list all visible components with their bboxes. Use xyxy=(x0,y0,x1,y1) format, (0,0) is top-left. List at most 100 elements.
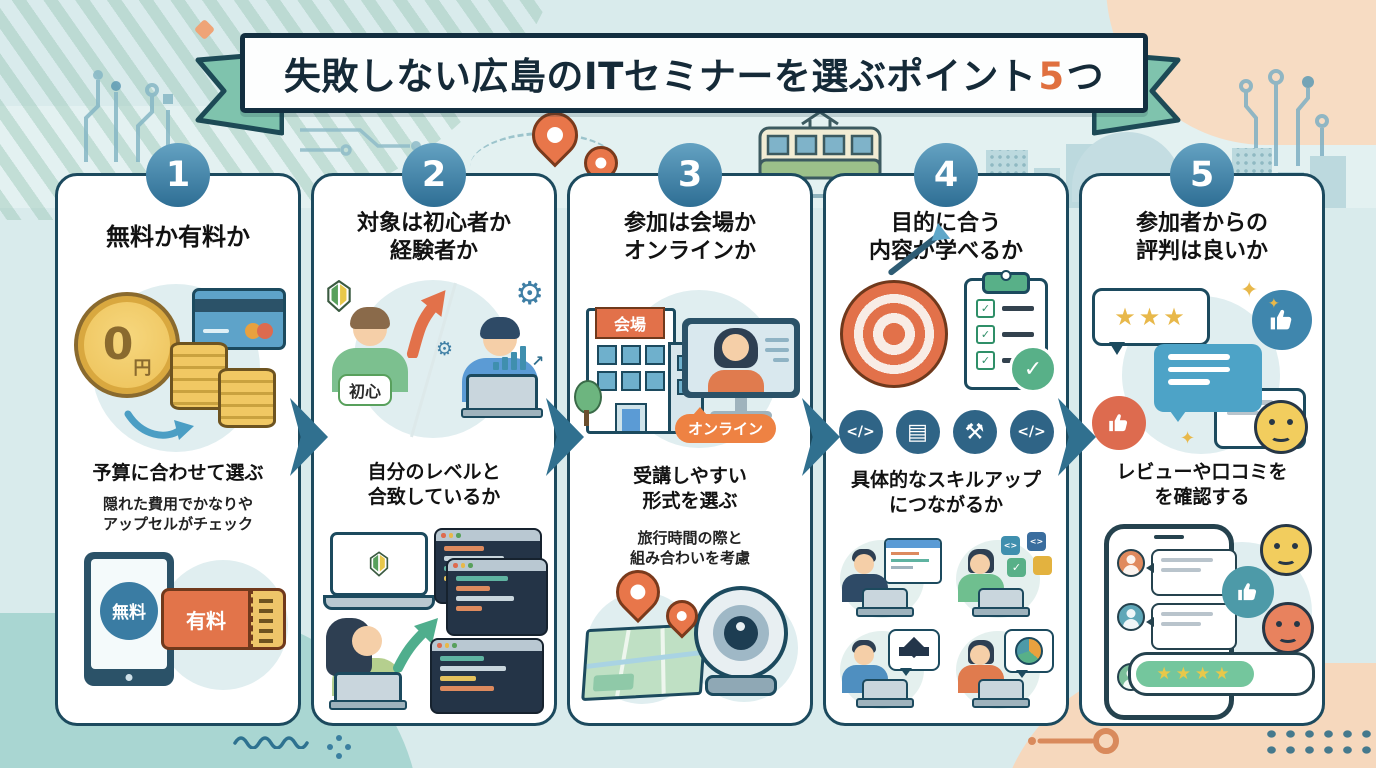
thumbs-up-icon xyxy=(1222,566,1274,618)
online-monitor-icon xyxy=(682,318,800,420)
bar-chart-icon: ↗ xyxy=(493,346,544,370)
card-1-heading: 無料か有料か xyxy=(106,223,250,251)
smiley-icon xyxy=(1254,400,1308,454)
star-rating-bar: ★★★★ xyxy=(1128,652,1315,696)
document-icon: ▤ xyxy=(895,410,940,454)
card-2-number-badge: 2 xyxy=(402,143,466,207)
beginner-mark-icon xyxy=(327,280,351,312)
code-window-icon xyxy=(430,638,544,714)
speech-bubble xyxy=(888,629,940,676)
card-3-subheading: 受講しやすい 形式を選ぶ xyxy=(633,465,747,512)
review-bubble xyxy=(1146,603,1237,650)
card-2-heading: 対象は初心者か 経験者か xyxy=(356,211,511,265)
rating-stars: ★★★★ xyxy=(1136,661,1254,687)
learner-scene xyxy=(948,627,1060,714)
code-window-icon xyxy=(446,558,548,636)
page-title: 失敗しない広島のITセミナーを選ぶポイント5つ xyxy=(283,55,1105,98)
learner-scene xyxy=(832,536,944,623)
laptop-icon xyxy=(329,672,407,710)
chat-bubble-icon xyxy=(1154,344,1262,422)
card-3-heading: 参加は会場か オンラインか xyxy=(623,211,756,265)
card-2-illustration-people: 初心 ⚙ ⚙ ↗ xyxy=(324,274,544,448)
check-badge-icon: ✓ xyxy=(1009,345,1057,393)
squiggle-decor xyxy=(233,736,309,749)
card-5-reputation: 5 参加者からの 評判は良いか ★★★ ✦ ✦ ✦ レビューや口コミを xyxy=(1079,143,1325,726)
paid-ticket-icon: 有料 xyxy=(161,588,286,650)
venue-building-icon: 会場 xyxy=(586,307,676,434)
gear-icon: ⚙ xyxy=(515,274,544,312)
card-4-illustration-target: ✓ ✓ ✓ ✓ xyxy=(836,232,1057,402)
laptop-icon xyxy=(856,679,914,708)
thumbs-up-icon xyxy=(1092,396,1146,450)
laptop-icon xyxy=(323,532,435,610)
card-2-beginner-or-expert: 2 対象は初心者か 経験者か 初心 xyxy=(311,143,557,726)
curved-arrow-icon xyxy=(124,410,194,440)
circuit-pattern-icon xyxy=(300,128,421,156)
card-4-content-fits-goal: 4 目的に合う 内容が学べるか ✓ ✓ ✓ ✓ </> ▤ ⚒ </> 具体的な… xyxy=(823,143,1069,726)
code-icon: </> xyxy=(1009,410,1054,454)
growth-arrow-icon xyxy=(393,618,438,672)
card-4-subheading: 具体的なスキルアップ につながるか xyxy=(850,469,1041,516)
card-1-illustration-tickets: 無料 有料 xyxy=(68,550,288,710)
card-3-note: 旅行時間の際と 組み合わいを考慮 xyxy=(629,529,750,568)
graduation-cap-icon xyxy=(899,647,929,656)
card-4-skill-icons-row: </> ▤ ⚒ </> xyxy=(826,410,1066,454)
venue-sign: 会場 xyxy=(595,307,665,339)
check-chip-icon: ✓ xyxy=(1007,558,1026,577)
smiley-icon xyxy=(1260,524,1312,576)
card-5-subheading: レビューや口コミを を確認する xyxy=(1116,461,1288,508)
card-5-illustration-reviews: ★★★★ xyxy=(1092,524,1315,720)
growth-arrow-icon xyxy=(406,290,446,358)
tree-icon xyxy=(574,380,602,426)
dot-grid-decor xyxy=(1262,726,1374,760)
thumbs-up-icon xyxy=(1252,290,1312,350)
pie-chart-icon xyxy=(1015,637,1043,665)
title-banner: 失敗しない広島のITセミナーを選ぶポイント5つ xyxy=(240,33,1148,113)
code-chip-icon: <> xyxy=(1001,536,1020,555)
code-window-icon xyxy=(884,538,942,584)
sparkle-icon: ✦ xyxy=(1240,278,1259,303)
laptop-icon xyxy=(461,374,543,418)
chart-arrow-icon: ↗ xyxy=(531,352,544,370)
sparkle-dots-decor xyxy=(327,735,351,759)
card-5-heading: 参加者からの 評判は良いか xyxy=(1135,211,1268,265)
star-review-bubble: ★★★ xyxy=(1092,288,1210,355)
beginner-mark-icon xyxy=(369,551,389,577)
tablet-icon: 無料 xyxy=(84,552,174,686)
card-5-number-badge: 5 xyxy=(1170,143,1234,207)
card-2-subheading: 自分のレベルと 合致しているか xyxy=(367,461,501,508)
gear-icon: ⚙ xyxy=(436,338,454,360)
card-5-illustration-feedback: ★★★ ✦ ✦ ✦ xyxy=(1092,278,1312,454)
card-3-venue-or-online: 3 参加は会場か オンラインか 会場 xyxy=(567,143,813,726)
online-label: オンライン xyxy=(674,407,776,443)
skill-chip-icon xyxy=(1033,556,1052,575)
reviewer-avatar xyxy=(1117,603,1145,631)
card-3-illustration-venue: 会場 xyxy=(574,280,800,458)
free-badge: 無料 xyxy=(100,581,158,640)
card-3-illustration-map-webcam xyxy=(580,560,800,714)
checklist-clipboard-icon: ✓ ✓ ✓ ✓ xyxy=(964,272,1057,393)
coin-stack-icon xyxy=(218,368,276,428)
card-4-illustration-learners: <> <> ✓ xyxy=(832,532,1060,714)
card-1-number-badge: 1 xyxy=(146,143,210,207)
card-1-note: 隠れた費用でかなりや アップセルがチェック xyxy=(102,495,253,534)
learner-scene: <> <> ✓ xyxy=(948,532,1060,623)
tools-icon: ⚒ xyxy=(952,410,997,454)
webcam-icon xyxy=(694,586,788,696)
code-icon: </> xyxy=(838,410,883,454)
paid-label: 有料 xyxy=(161,588,251,650)
reviewer-avatar xyxy=(1117,549,1145,577)
experienced-person xyxy=(461,317,543,418)
code-chip-icon: <> xyxy=(1027,532,1046,551)
title-count-number: 5 xyxy=(1038,55,1065,98)
card-3-number-badge: 3 xyxy=(658,143,722,207)
circuit-pattern-icon xyxy=(1239,69,1329,166)
sparkle-icon: ✦ xyxy=(1268,296,1280,312)
target-icon xyxy=(840,232,948,388)
woman-coder xyxy=(326,618,407,710)
credit-card-icon xyxy=(192,288,286,350)
